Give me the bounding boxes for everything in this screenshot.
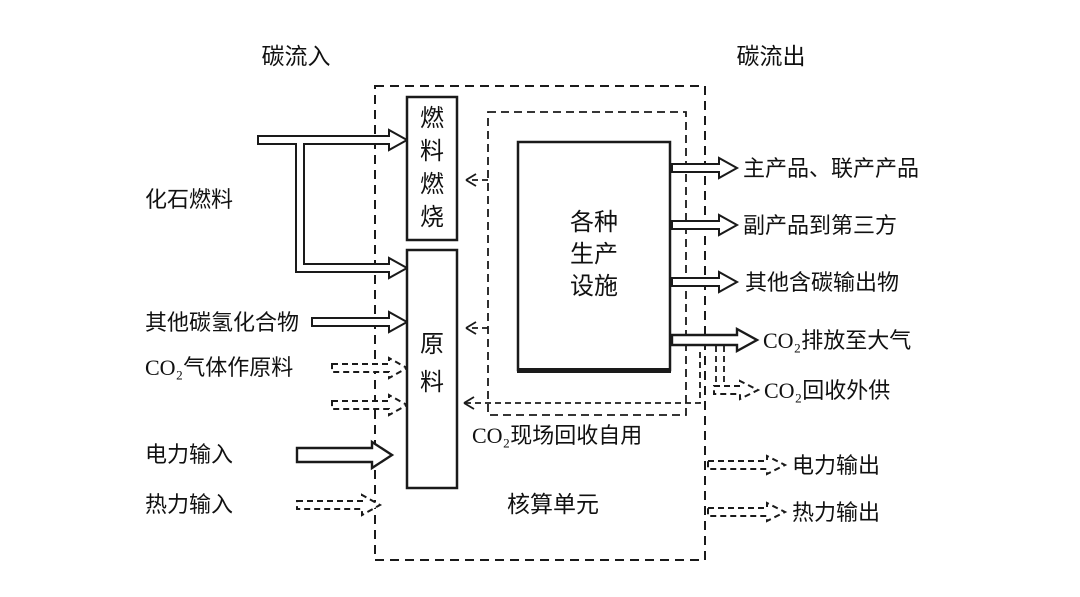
co2-feedstock-arrow: [331, 356, 410, 380]
main-products-arrow: [671, 156, 740, 180]
other-hydrocarbons-label: 其他碳氢化合物: [145, 310, 299, 335]
other-carbon-outputs-label: 其他含碳输出物: [745, 270, 899, 295]
co2-external-supply-label: CO₂回收外供: [764, 378, 890, 403]
other-carbon-outputs-arrow: [671, 270, 740, 294]
carbon-outflow-label: 碳流出: [737, 44, 806, 69]
electricity-output-label: 电力输出: [792, 453, 880, 478]
fuel-combustion-char-4: 烧: [420, 204, 444, 231]
raw-material-box: [405, 248, 459, 490]
production-facilities-line-2: 生产: [570, 241, 618, 268]
co2-feedstock-label: CO₂气体作原料: [145, 355, 293, 380]
heat-output-arrow: [707, 501, 788, 523]
heat-input-arrow: [296, 493, 383, 517]
heat-output-label: 热力输出: [792, 500, 880, 525]
fossil-fuel-arrow: [257, 128, 410, 280]
carbon-inflow-label: 碳流入: [262, 44, 331, 69]
electricity-input-label: 电力输入: [145, 442, 233, 467]
raw-material-char-2: 料: [420, 369, 444, 396]
co2-to-raw-material-arrowhead: [465, 321, 477, 335]
main-products-label: 主产品、联产产品: [743, 156, 919, 181]
co2-onsite-recovery-line: [464, 352, 701, 404]
byproducts-label: 副产品到第三方: [743, 213, 897, 238]
co2-to-atmosphere-label: CO₂排放至大气: [763, 328, 911, 353]
production-facilities-line-3: 设施: [570, 273, 618, 300]
electricity-input-arrow: [295, 439, 395, 471]
heat-input-label: 热力输入: [145, 492, 233, 517]
co2-onsite-recovery-arrowhead: [463, 396, 475, 410]
byproducts-arrow: [671, 213, 740, 237]
co2-to-fuel-combustion-arrowhead: [465, 173, 477, 187]
co2-onsite-recovery-label: CO₂现场回收自用: [472, 423, 642, 448]
accounting-unit-label: 核算单元: [507, 492, 599, 517]
raw-material-char-1: 原: [420, 332, 444, 358]
fuel-combustion-char-1: 燃: [420, 105, 444, 132]
other-hydrocarbons-arrow: [311, 310, 410, 334]
co2-external-supply-arrow: [713, 379, 761, 401]
fuel-combustion-char-2: 料: [420, 138, 444, 165]
electricity-output-arrow: [707, 454, 788, 476]
co2-to-atmosphere-arrow: [670, 326, 760, 354]
fuel-combustion-char-3: 燃: [420, 171, 444, 198]
production-facilities-line-1: 各种: [570, 209, 618, 236]
fossil-fuel-label: 化石燃料: [145, 187, 233, 212]
recovered-co2-input-arrow: [331, 393, 410, 417]
inner-process-boundary: [487, 111, 687, 416]
fuel-combustion-box: [405, 95, 459, 242]
